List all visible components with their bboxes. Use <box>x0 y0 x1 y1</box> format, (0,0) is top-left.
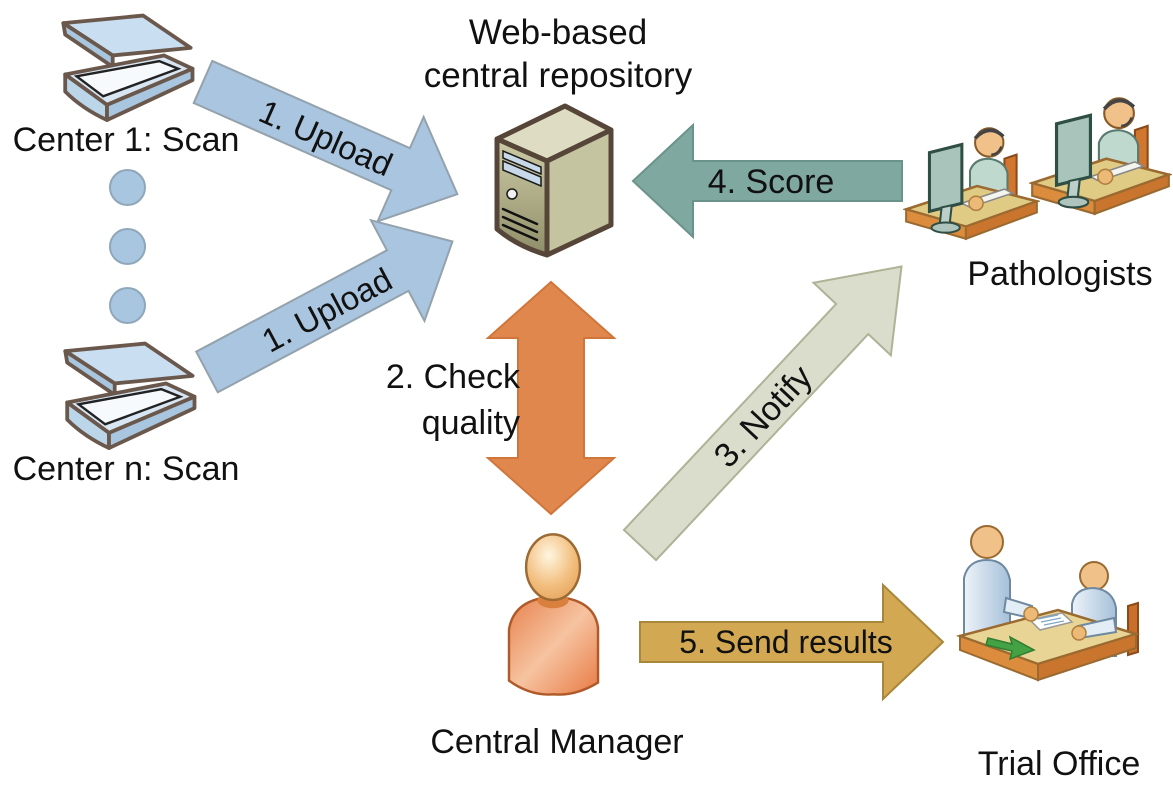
check-quality-label-line1: 2. Check <box>385 358 520 396</box>
score-arrow-shape <box>631 122 903 240</box>
central-manager-label: Central Manager <box>430 723 684 761</box>
center1-label: Center 1: Scan <box>12 121 240 159</box>
send-results-arrow: 5. Send results <box>639 582 945 702</box>
ellipsis-dot <box>109 287 146 324</box>
check-quality-arrow <box>485 280 617 516</box>
check-quality-label-line2: quality <box>421 404 520 442</box>
trial-office-icon <box>955 525 1141 682</box>
upload-arrow-bottom-shape <box>194 218 454 394</box>
scanner-icon <box>61 13 195 122</box>
desk-arrow-icon <box>985 635 1036 661</box>
send-results-arrow-shape <box>639 582 945 702</box>
upload-arrow-top-shape <box>192 59 459 223</box>
pathologist-icon <box>1029 97 1172 216</box>
pathologist-icon <box>903 127 1040 241</box>
central-manager-icon <box>507 533 600 696</box>
repository-title: Web-based central repository <box>397 11 719 97</box>
notify-arrow-label: 3. Notify <box>707 358 820 475</box>
trial-office-label: Trial Office <box>977 745 1141 783</box>
score-arrow: 4. Score <box>631 122 903 240</box>
repository-title-line1: Web-based <box>468 13 648 52</box>
check-quality-label: 2. Check quality <box>340 354 520 446</box>
server-icon <box>494 103 614 258</box>
repository-title-line2: central repository <box>423 56 693 95</box>
ellipsis-dot <box>109 228 146 265</box>
ellipsis-dot <box>109 169 146 206</box>
notify-arrow-shape <box>622 265 903 562</box>
scanner-icon <box>63 341 197 450</box>
send-results-arrow-label: 5. Send results <box>679 624 892 660</box>
pathologists-label: Pathologists <box>967 255 1153 293</box>
notify-arrow: 3. Notify <box>622 265 903 562</box>
center-n-label: Center n: Scan <box>12 450 240 488</box>
score-arrow-label: 4. Score <box>708 163 835 201</box>
